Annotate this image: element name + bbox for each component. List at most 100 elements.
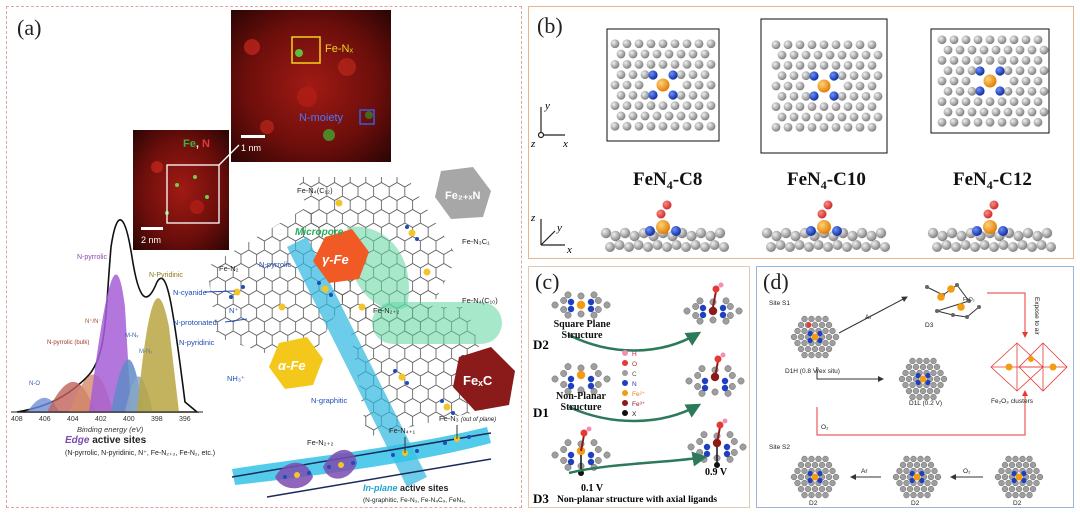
carbon-atom <box>1009 97 1019 107</box>
nitrogen-atom <box>829 91 839 101</box>
carbon-atom <box>1026 479 1033 487</box>
label-n-pyridinic: N-Pyridinic <box>149 272 183 279</box>
iron-atom <box>1015 473 1023 481</box>
axes-top-view <box>537 107 565 139</box>
svg-text:C: C <box>632 371 637 378</box>
carbon-atom <box>700 49 710 59</box>
carbon-atom <box>909 357 916 365</box>
carbon-atom <box>837 50 847 60</box>
svg-text:Fe, N: Fe, N <box>183 138 210 150</box>
carbon-atom <box>664 111 674 121</box>
carbon-atom <box>722 297 730 305</box>
carbon-atom <box>825 50 835 60</box>
carbon-atom <box>815 455 822 463</box>
carbon-atom <box>551 375 559 383</box>
carbon-atom <box>1008 461 1016 469</box>
ar-label-1: Ar <box>865 314 872 321</box>
carbon-atom <box>694 383 702 390</box>
carbon-atom <box>924 479 931 487</box>
carbon-atom <box>706 121 716 131</box>
carbon-atom <box>590 363 598 371</box>
carbon-atom <box>875 227 887 239</box>
stem-image-small: Fe, N 2 nm <box>133 130 240 250</box>
carbon-atom <box>700 431 708 439</box>
carbon-atom <box>822 455 829 463</box>
carbon-atom <box>917 455 924 463</box>
carbon-atom <box>676 49 686 59</box>
label-fe-n4p1: Fe-N₄₊₁ <box>389 426 416 435</box>
carbon-atom <box>933 387 941 395</box>
carbon-atom <box>797 345 805 353</box>
carbon-atom <box>892 473 900 481</box>
nitrogen-atom <box>567 451 575 459</box>
carbon-atom <box>628 49 638 59</box>
carbon-atom <box>804 485 812 493</box>
carbon-atom <box>761 227 773 239</box>
alpha-fe-label: α-Fe <box>278 358 306 373</box>
iron-atom <box>817 79 831 93</box>
carbon-atom <box>1001 485 1009 493</box>
label-mnx: M-Nₓ <box>125 333 138 339</box>
panel-c: (c) D2 Square Plane Structure D1 Non-Pla… <box>528 266 750 508</box>
iron-atom <box>576 300 586 310</box>
carbon-atom <box>985 117 995 127</box>
carbon-atom <box>590 311 598 319</box>
carbon-atom <box>664 49 674 59</box>
carbon-atom <box>682 59 692 69</box>
carbon-atom <box>714 227 726 239</box>
carbon-atom <box>1027 86 1037 96</box>
carbon-atom <box>967 45 977 55</box>
carbon-atom <box>619 227 631 239</box>
nitrogen-atom <box>703 443 711 451</box>
axis-z-bottom: z <box>530 212 536 224</box>
nitrogen-atom <box>668 70 678 80</box>
panel-c-figure: D2 Square Plane Structure D1 Non-Planar … <box>533 282 747 506</box>
carbon-atom <box>688 90 698 100</box>
carbon-atom <box>1015 66 1025 76</box>
nitrogen-atom <box>909 470 915 477</box>
carbon-atom <box>819 102 829 112</box>
iron-atom <box>947 285 955 293</box>
carbon-atom <box>807 102 817 112</box>
carbon-atom <box>903 467 910 475</box>
carbon-atom <box>610 80 620 90</box>
carbon-atom <box>785 242 795 252</box>
carbon-atom <box>662 242 672 252</box>
label-d3: D3 <box>533 491 549 506</box>
carbon-atom <box>634 59 644 69</box>
nitrogen-atom <box>567 305 575 313</box>
carbon-atom <box>694 80 704 90</box>
micropore-label: Micropore <box>295 227 344 238</box>
carbon-atom <box>695 227 707 239</box>
carbon-atom <box>927 227 939 239</box>
carbon-atom <box>794 327 801 335</box>
d1h-label: D1H (0.8 V/ex situ) <box>785 368 840 375</box>
carbon-atom <box>690 240 701 250</box>
legend-h: H <box>622 350 637 358</box>
carbon-atom <box>688 70 698 80</box>
carbon-atom <box>616 111 626 121</box>
carbon-atom <box>808 315 815 323</box>
carbon-atom <box>997 97 1007 107</box>
n-channel-label: N <box>202 138 210 150</box>
carbon-atom <box>652 49 662 59</box>
carbon-atom <box>837 71 847 81</box>
nitrogen-atom <box>817 337 823 344</box>
oxygen-atom <box>823 200 833 210</box>
carbon-atom <box>970 242 980 252</box>
oxygen-atom <box>716 421 724 429</box>
iron-atom <box>656 78 670 92</box>
carbon-atom <box>1021 35 1031 45</box>
carbon-atom <box>560 457 568 464</box>
site-s2-label: Site S2 <box>769 444 790 451</box>
d1-description: Non-Planar Structure <box>556 391 606 413</box>
carbon-atom <box>822 479 829 487</box>
carbon-atom <box>783 40 793 50</box>
carbon-atom <box>771 60 781 70</box>
carbon-atom <box>823 242 833 252</box>
carbon-atom <box>783 122 793 132</box>
carbon-atom <box>979 107 989 117</box>
carbon-atom <box>1036 473 1044 481</box>
xps-tick: 404 <box>67 416 79 423</box>
unit-cell <box>606 28 720 142</box>
